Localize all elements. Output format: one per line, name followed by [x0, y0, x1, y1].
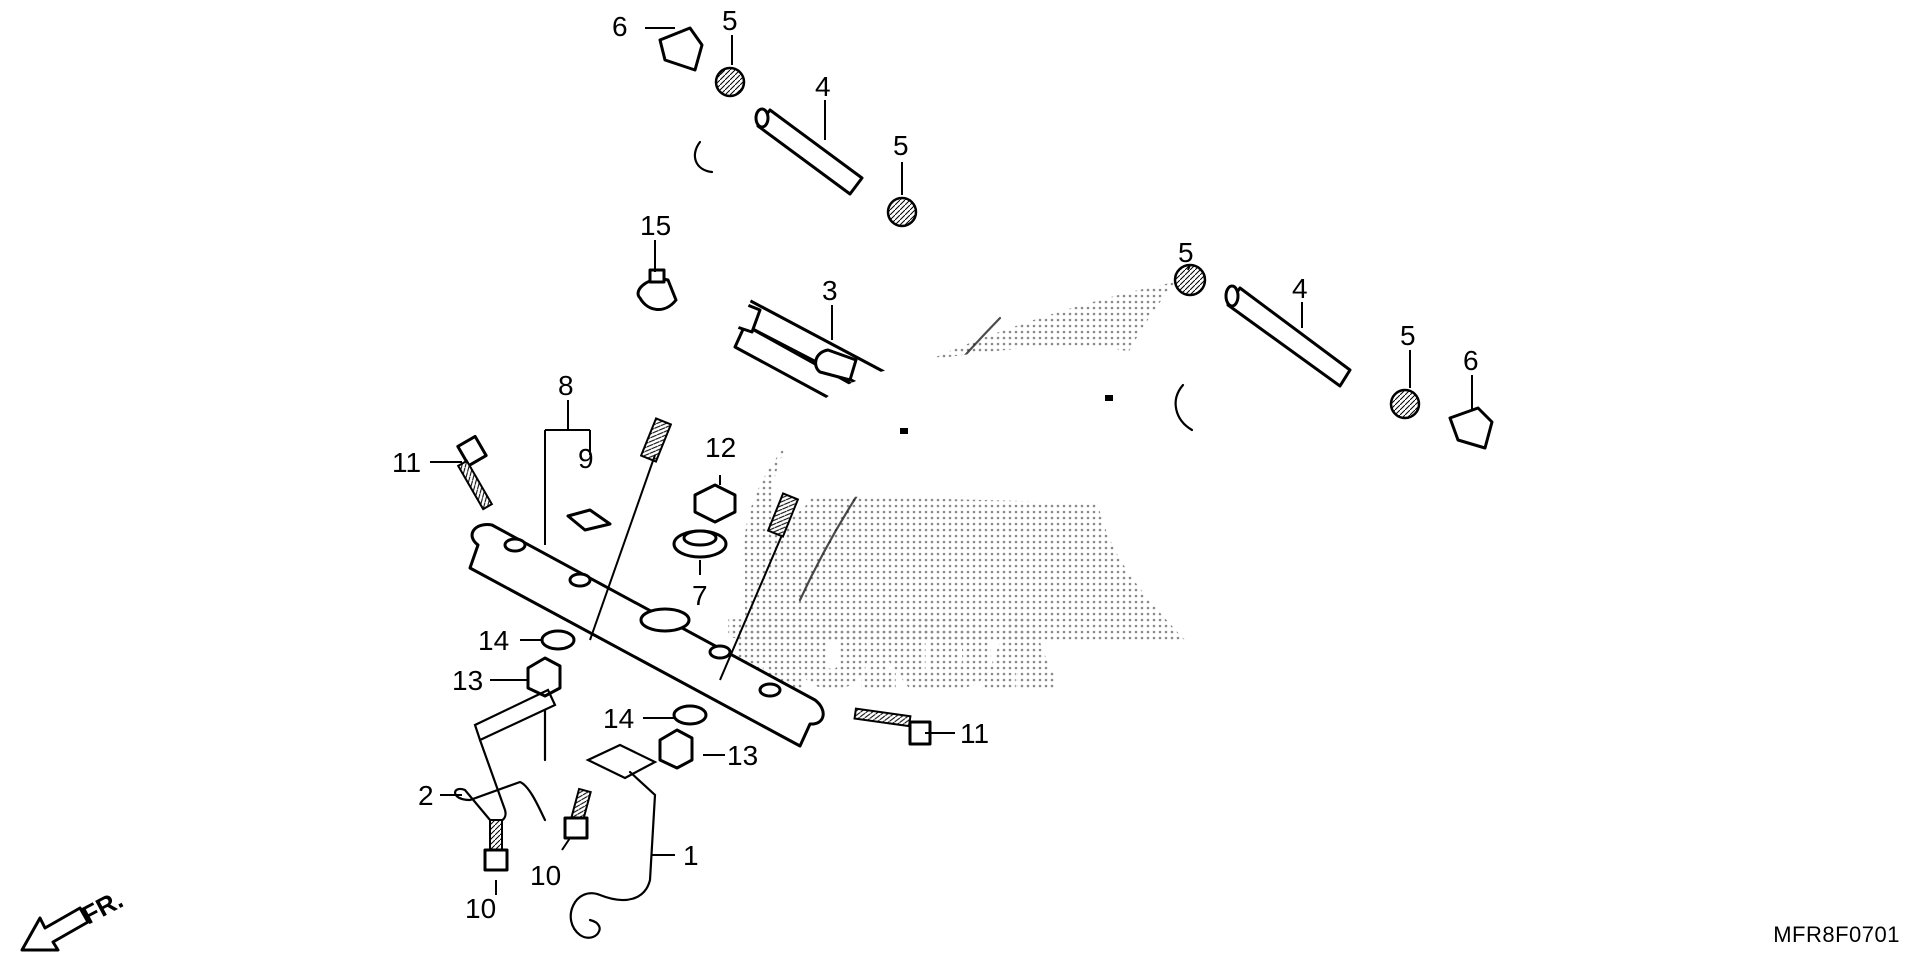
callout-8: 8 [558, 370, 574, 401]
part-10-bolt-set [483, 787, 592, 872]
callout-2: 2 [418, 780, 434, 811]
part-2-wire-guide [454, 688, 557, 824]
part-7-bushing [672, 529, 728, 559]
callout-11: 11 [392, 447, 421, 478]
part-5-collar-set [714, 66, 1421, 420]
callout-10: 10 [465, 893, 496, 924]
callout-4: 4 [1292, 273, 1308, 304]
callout-10: 10 [530, 860, 561, 891]
callout-15: 15 [640, 210, 671, 241]
part-4-bar-end-weight-right [1224, 284, 1352, 388]
callout-7: 7 [692, 580, 708, 611]
part-13-flange-nut-set [526, 656, 694, 770]
part-12-nut [693, 483, 737, 524]
callout-13: 13 [727, 740, 758, 771]
part-15-cable-clamp [636, 268, 678, 311]
part-6-clip-set [658, 26, 1494, 450]
part-9-rubber-pad [566, 508, 612, 532]
callout-6: 6 [612, 11, 628, 42]
callout-5: 5 [893, 130, 909, 161]
part-11-bolt-upper [456, 434, 494, 511]
part-11-bolt-lower [853, 707, 932, 746]
callout-3: 3 [822, 275, 838, 306]
callout-11: 11 [960, 718, 989, 749]
callout-5: 5 [722, 5, 738, 36]
callout-14: 14 [603, 703, 634, 734]
part-8-handlebar-holder [468, 523, 825, 748]
handlebar-tube [586, 54, 1469, 538]
part-4-bar-end-weight-left [754, 107, 864, 196]
callout-9: 9 [578, 443, 594, 474]
callout-1: 1 [683, 840, 699, 871]
front-direction-arrow: FR. [20, 884, 128, 952]
callout-4: 4 [815, 71, 831, 102]
diagram-code: MFR8F0701 [1773, 922, 1900, 947]
leader-lines [430, 27, 1473, 895]
callout-13: 13 [452, 665, 483, 696]
callout-6: 6 [1463, 345, 1479, 376]
part-1-cable-guide [569, 743, 658, 939]
callout-labels: 6 5 4 5 15 3 5 4 5 6 8 9 12 7 11 14 13 1… [392, 5, 1479, 924]
part-14-washer-set [540, 629, 708, 726]
callout-12: 12 [705, 432, 736, 463]
callout-5: 5 [1400, 320, 1416, 351]
callout-14: 14 [478, 625, 509, 656]
callout-5: 5 [1178, 237, 1194, 268]
